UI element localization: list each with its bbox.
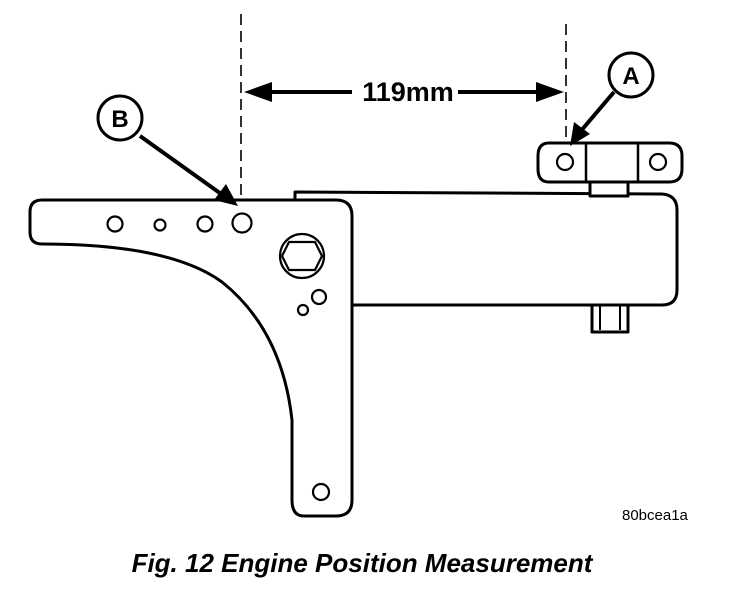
engine-mount-body <box>293 190 679 307</box>
arm-hole-1 <box>106 215 124 233</box>
figure-caption: Fig. 12 Engine Position Measurement <box>132 548 594 578</box>
bracket-a-hole-right <box>648 152 668 172</box>
callout-a-circle <box>607 51 655 99</box>
callout-b-circle <box>96 94 144 142</box>
callout-b-label: B <box>111 106 128 133</box>
image-code: 80bcea1a <box>622 507 689 524</box>
arm-hole-2 <box>153 218 167 232</box>
bolt-head-hex <box>280 240 324 272</box>
callout-a-label: A <box>622 63 639 90</box>
small-hole-2 <box>296 303 310 317</box>
arm-bottom-hole <box>311 482 331 502</box>
callout-a-leader <box>578 90 616 134</box>
bracket-a <box>536 141 684 184</box>
arm-hole-3 <box>196 215 214 233</box>
callout-a-arrowhead <box>570 122 590 146</box>
small-hole-1 <box>310 288 328 306</box>
bracket-a-hole <box>555 152 575 172</box>
dimension-arrow <box>244 82 564 102</box>
callout-b-leader <box>138 134 226 198</box>
arm-hole-b <box>231 212 253 234</box>
dimension-label: 119mm <box>362 77 454 107</box>
mounting-arm <box>28 198 354 518</box>
callout-b-arrowhead <box>214 184 238 206</box>
